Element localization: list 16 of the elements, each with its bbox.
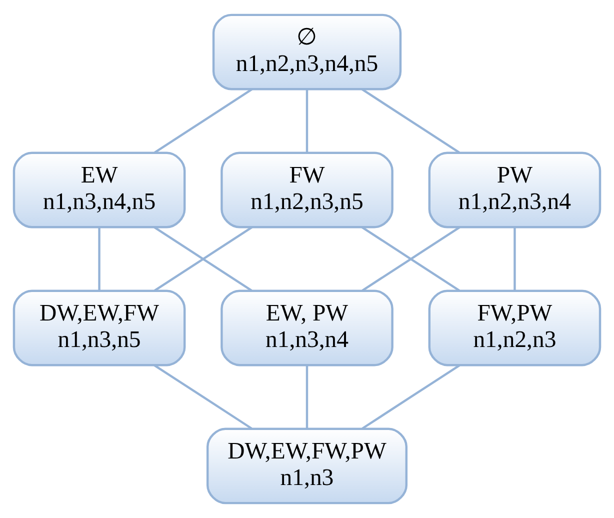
connector [154, 364, 252, 430]
connector [306, 366, 308, 429]
connector [306, 90, 308, 153]
node-box: DW,EW,FW,PW n1,n3 [206, 428, 408, 504]
connector [154, 88, 252, 154]
connector [514, 228, 516, 291]
node-box: FW,PW n1,n2,n3 [428, 290, 602, 366]
node-box: PW n1,n2,n3,n4 [428, 152, 602, 228]
connector [98, 228, 100, 291]
node-box: ∅ n1,n2,n3,n4,n5 [212, 14, 402, 90]
node-box: DW,EW,FW n1,n3,n5 [12, 290, 186, 366]
node-box: EW n1,n3,n4,n5 [12, 152, 186, 228]
connector [362, 88, 460, 154]
node-box: EW, PW n1,n3,n4 [220, 290, 394, 366]
connector [362, 364, 460, 430]
node-box: FW n1,n2,n3,n5 [220, 152, 394, 228]
